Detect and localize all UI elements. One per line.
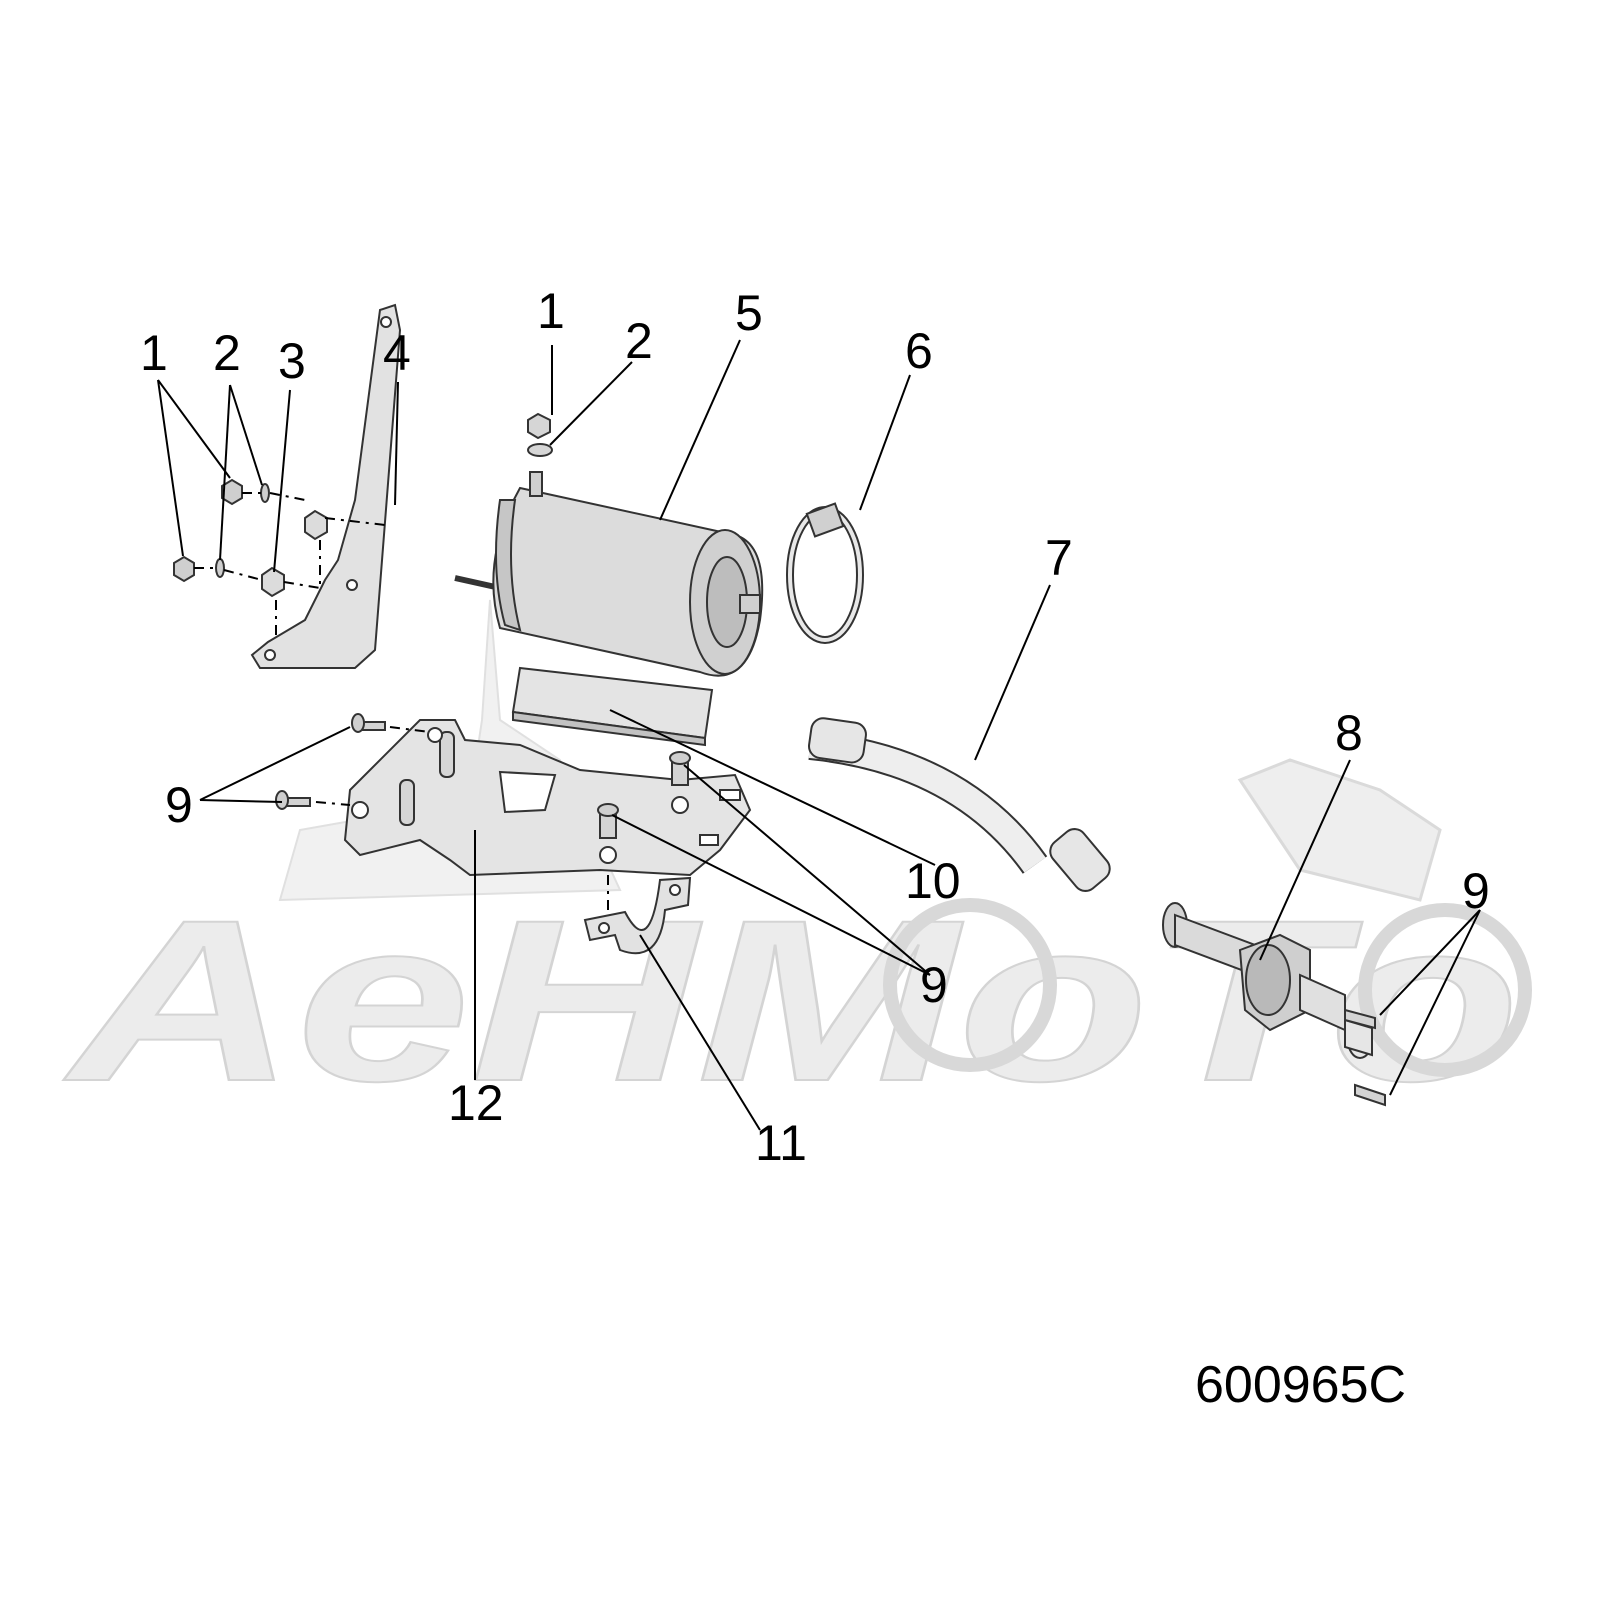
callout-10: 10 bbox=[905, 853, 961, 909]
callout-1-top: 1 bbox=[537, 283, 565, 339]
bolts-part-9 bbox=[275, 713, 691, 910]
flange-nut-icon bbox=[261, 566, 285, 598]
screw-icon bbox=[1354, 1083, 1386, 1107]
callout-9-center: 9 bbox=[920, 957, 948, 1013]
pad-part-10 bbox=[511, 666, 714, 747]
callout-1-left: 1 bbox=[140, 325, 168, 381]
strap-part-11 bbox=[583, 876, 692, 955]
diagram-number: 600965C bbox=[1195, 1356, 1407, 1414]
screw-icon bbox=[1344, 1008, 1376, 1030]
left-fasteners bbox=[173, 478, 386, 640]
washer-icon bbox=[215, 558, 225, 578]
main-bracket-part-12 bbox=[343, 719, 752, 877]
watermark-wheel-rear-icon bbox=[1358, 903, 1532, 1077]
flange-nut-icon bbox=[304, 509, 328, 541]
callout-6: 6 bbox=[905, 323, 933, 379]
watermark-wheel-front-icon bbox=[883, 898, 1057, 1072]
callout-7: 7 bbox=[1045, 530, 1073, 586]
callout-2-left: 2 bbox=[213, 325, 241, 381]
nut-icon bbox=[527, 412, 551, 440]
callout-9-left: 9 bbox=[165, 777, 193, 833]
callout-3: 3 bbox=[278, 333, 306, 389]
callout-11: 11 bbox=[755, 1115, 807, 1171]
callouts: 1 2 3 4 1 2 5 6 7 8 9 9 9 9 10 11 12 bbox=[140, 283, 1490, 1171]
washer-icon bbox=[527, 443, 553, 457]
callout-2-top: 2 bbox=[625, 313, 653, 369]
callout-8: 8 bbox=[1335, 705, 1363, 761]
callout-9-right: 9 bbox=[1462, 863, 1490, 919]
starter-motor-part-5 bbox=[454, 412, 764, 677]
callout-12: 12 bbox=[448, 1075, 504, 1131]
nut-icon bbox=[221, 478, 243, 506]
watermark: AeHMoTo bbox=[62, 599, 1532, 1130]
bracket-part-4 bbox=[250, 303, 402, 669]
leader-lines bbox=[157, 339, 1481, 1131]
cable-boot-part-7 bbox=[808, 717, 1111, 892]
nut-icon bbox=[173, 555, 195, 583]
callout-4: 4 bbox=[383, 325, 411, 381]
hose-clamp-part-6 bbox=[786, 502, 864, 644]
washer-icon bbox=[260, 483, 270, 503]
callout-5: 5 bbox=[735, 285, 763, 341]
starter-drive-part-8 bbox=[1162, 902, 1386, 1107]
